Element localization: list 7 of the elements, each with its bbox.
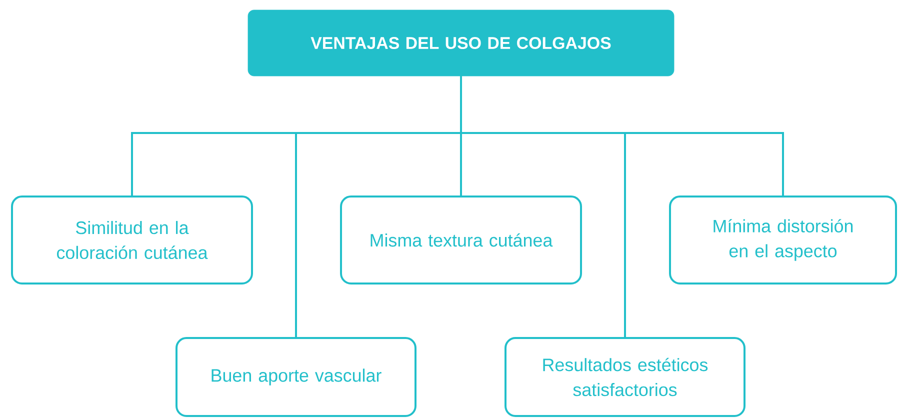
title-box: VENTAJAS DEL USO DE COLGAJOS bbox=[248, 10, 674, 76]
advantage-box: Misma textura cutánea bbox=[340, 196, 582, 284]
advantage-box: Resultados estéticos satisfactorios bbox=[504, 337, 746, 417]
connector-line bbox=[460, 76, 784, 196]
advantage-box: Similitud en la coloración cutánea bbox=[11, 196, 253, 284]
advantage-box: Mínima distorsión en el aspecto bbox=[669, 196, 897, 284]
advantage-box: Buen aporte vascular bbox=[176, 337, 416, 417]
